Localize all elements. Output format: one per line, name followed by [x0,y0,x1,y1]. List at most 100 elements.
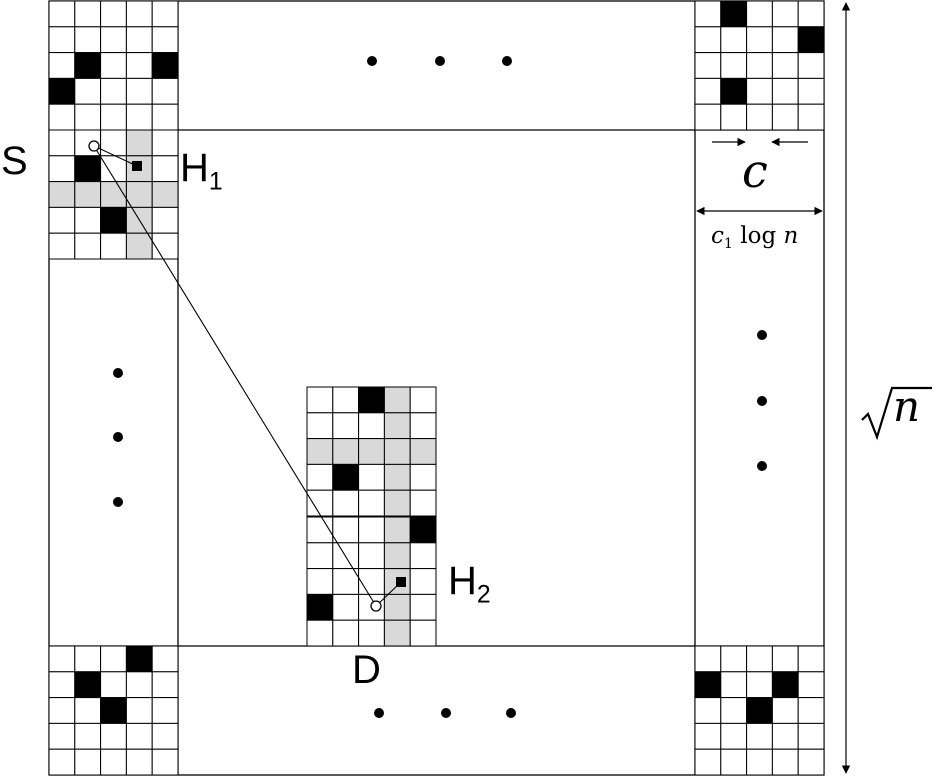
grid-cell-empty [306,568,334,595]
grid-cell-black [797,26,825,54]
grid-cell-empty [151,103,179,131]
grid-cell-gray [125,129,153,157]
grid-cell-empty [306,386,334,414]
outer-square [48,0,825,776]
grid-cell-empty [100,645,127,673]
grid-cell-empty [125,722,153,750]
grid-cell-empty [151,129,179,157]
grid-cell-empty [125,26,153,54]
helper1-node [132,161,142,171]
grid-cell-empty [100,748,127,776]
grid-cell-empty [746,671,773,699]
grid-cell-empty [125,52,153,79]
grid-cell-empty [771,26,799,54]
grid-cell-empty [74,722,102,750]
grid-cell-empty [125,103,153,131]
grid-cell-empty [100,722,127,750]
grid-cell-empty [100,129,127,157]
grid-cell-empty [306,619,334,647]
left-ellipsis-dots [113,368,123,507]
grid-cell-empty [100,103,127,131]
grid-cell-empty [771,0,799,28]
grid-cell-empty [74,0,102,28]
grid-cell-empty [746,77,773,105]
grid-cell-empty [48,722,76,750]
grid-cell-empty [74,645,102,673]
cell-width-label: c [742,144,768,198]
grid-cell-empty [151,671,179,699]
grid-cell-black [100,206,127,234]
grid-cell-empty [48,748,76,776]
grid-cell-empty [48,155,76,183]
grid-cell-empty [74,748,102,776]
grid-cell-empty [720,671,748,699]
grid-cell-empty [720,103,748,131]
grid-cell-empty [694,0,722,28]
grid-cell-empty [694,52,722,79]
grid-cell-empty [125,0,153,28]
grid-cell-empty [332,593,360,621]
grid-cell-empty [771,722,799,750]
grid-cell-empty [100,0,127,28]
grid-cell-empty [125,671,153,699]
grid-cell-black [409,516,437,544]
grid-cell-empty [720,26,748,54]
grid-cell-black [100,697,127,724]
grid-cell-black [48,77,76,105]
grid-cell-empty [797,645,825,673]
grid-cell-empty [100,52,127,79]
grid-cell-gray [74,181,102,208]
grid-cell-empty [74,77,102,105]
grid-cell-empty [125,748,153,776]
grid-cell-gray [306,438,334,465]
grid-cell-empty [797,52,825,79]
grid-cell-empty [409,489,437,517]
right-ellipsis-dots [757,330,767,471]
grid-cell-empty [358,568,385,595]
grid-cell-gray [383,463,411,491]
grid-cell-empty [48,103,76,131]
grid-cell-black [720,77,748,105]
grid-cell-empty [74,26,102,54]
grid-cell-black [125,645,153,673]
grid-cell-empty [358,516,385,544]
grid-cell-empty [694,26,722,54]
grid-cell-empty [746,645,773,673]
grid-cell-empty [48,232,76,260]
grid-cell-empty [74,697,102,724]
grid-cell-empty [332,516,360,544]
grid-cell-empty [48,206,76,234]
grid-cell-empty [746,52,773,79]
grid-cell-empty [332,386,360,414]
grid-cell-empty [151,748,179,776]
grid-cell-empty [125,77,153,105]
grid-cell-empty [694,697,722,724]
grid-cell-empty [48,26,76,54]
grid-cell-empty [48,52,76,79]
destination-upper-cell-grid [306,386,437,517]
grid-cell-empty [694,645,722,673]
grid-cell-black [74,52,102,79]
grid-cell-empty [151,77,179,105]
top-ellipsis-dots [367,56,512,66]
grid-cell-gray [409,438,437,465]
grid-cell-empty [797,77,825,105]
grid-cell-empty [48,697,76,724]
grid-cell-empty [720,645,748,673]
grid-cell-empty [74,103,102,131]
grid-cell-empty [151,155,179,183]
destination-node [370,600,382,612]
grid-cell-empty [358,463,385,491]
grid-cell-black [74,671,102,699]
grid-cell-empty [409,593,437,621]
grid-cell-black [306,593,334,621]
grid-cell-empty [306,463,334,491]
grid-cell-empty [332,412,360,440]
grid-cell-empty [797,0,825,28]
grid-cell-empty [720,697,748,724]
grid-cell-empty [409,568,437,595]
grid-cell-gray [383,516,411,544]
top-left-cell-grid [48,0,179,131]
grid-cell-gray [383,489,411,517]
